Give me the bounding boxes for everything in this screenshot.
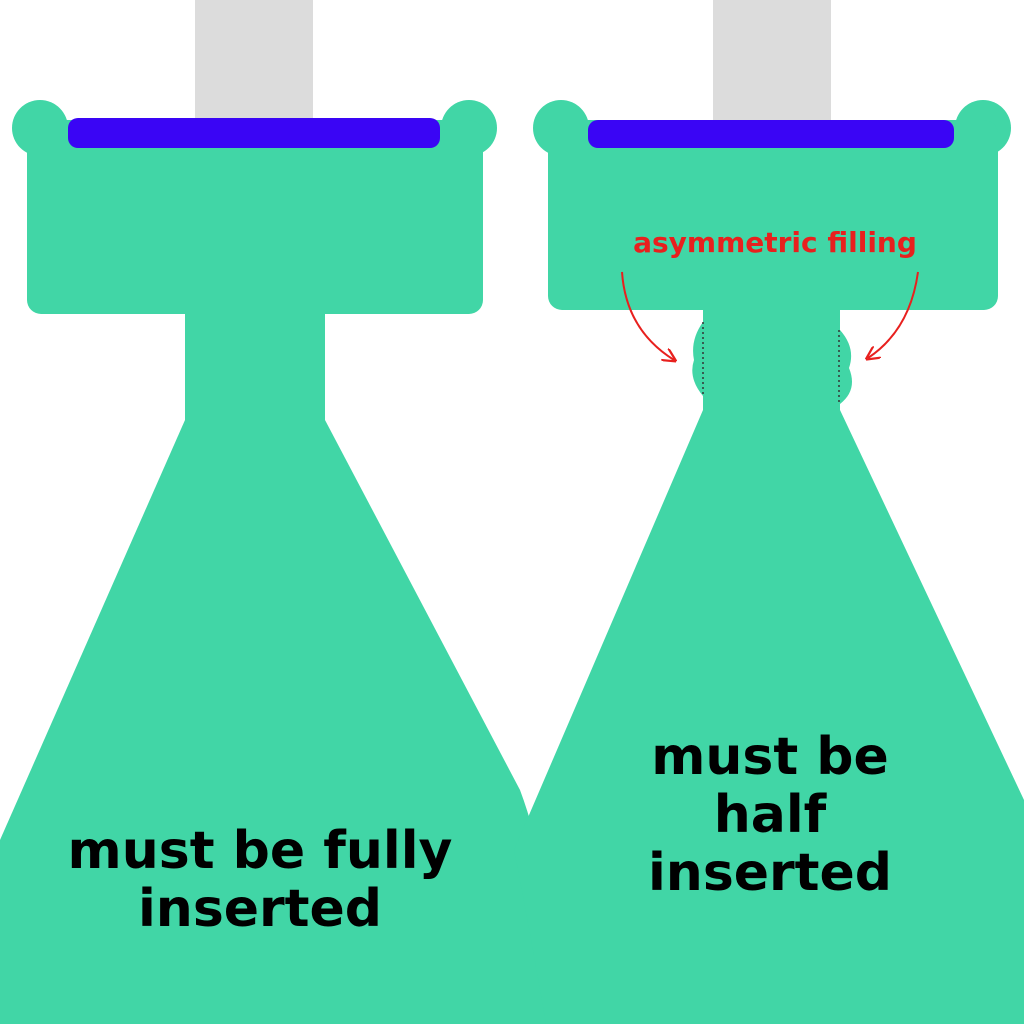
- right-cap: [548, 120, 998, 310]
- annotation-arrow-right: [868, 271, 919, 358]
- left-seal-bar: [68, 118, 440, 148]
- right-neck: [703, 300, 840, 430]
- left-cone: [0, 420, 566, 1024]
- left-nozzle: [0, 0, 566, 1024]
- left-caption: must be fully inserted: [67, 821, 453, 940]
- right-shaft: [713, 0, 831, 128]
- right-seal-bar: [588, 120, 954, 148]
- right-asymmetric-bulge-left: [692, 322, 703, 396]
- left-shaft: [195, 0, 313, 128]
- right-cone: [514, 410, 1024, 1024]
- right-caption: must be half inserted: [647, 727, 893, 904]
- asymmetric-filling-annotation: asymmetric filling: [633, 226, 917, 259]
- left-cap: [27, 120, 483, 314]
- annotation-arrow-left: [621, 271, 674, 360]
- right-asymmetric-bulge-right: [840, 330, 852, 404]
- left-neck: [185, 300, 325, 440]
- right-nozzle: [514, 0, 1024, 1024]
